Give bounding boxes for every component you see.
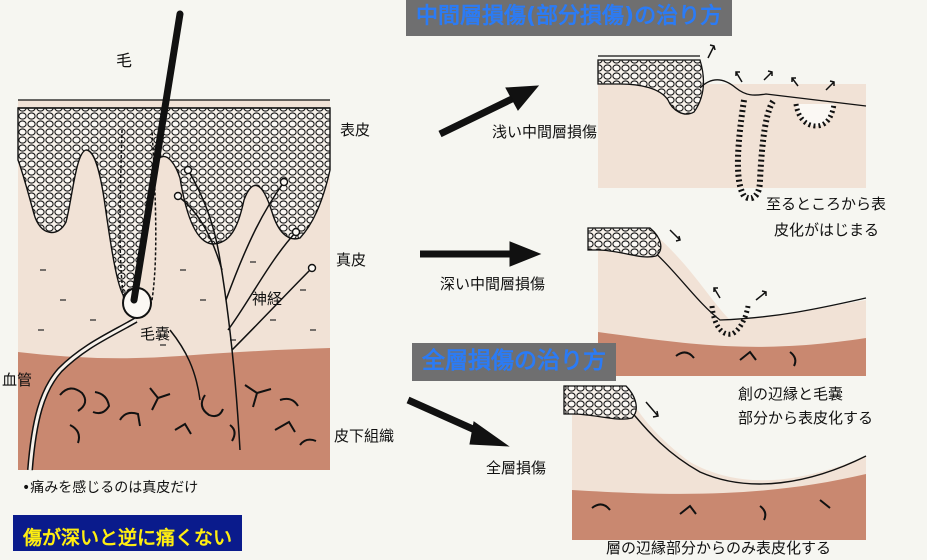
dermis-label: 真皮 bbox=[336, 252, 366, 269]
blood-vessel-label: 血管 bbox=[2, 372, 32, 389]
full-growth-arrow bbox=[646, 402, 658, 417]
pain-note: •痛みを感じるのは真皮だけ bbox=[22, 480, 198, 496]
deep-caption-line2: 部分から表皮化する bbox=[738, 410, 873, 427]
deep-injury-label: 深い中間層損傷 bbox=[440, 276, 545, 293]
subcutaneous-label: 皮下組織 bbox=[334, 428, 394, 445]
full-epidermis-edge bbox=[564, 386, 636, 419]
deep-injury-diagram bbox=[588, 228, 866, 376]
shallow-injury-label: 浅い中間層損傷 bbox=[492, 124, 597, 141]
epidermis-label: 表皮 bbox=[340, 122, 370, 139]
shallow-growth-arrows bbox=[708, 45, 834, 90]
deep-caption-line1: 創の辺縁と毛嚢 bbox=[738, 386, 843, 403]
shallow-injury-diagram bbox=[598, 45, 866, 198]
skin-cross-section bbox=[18, 14, 330, 470]
shallow-caption-line1: 至るところから表 bbox=[766, 196, 886, 213]
hair-label: 毛 bbox=[116, 52, 132, 70]
nerve-label: 神経 bbox=[252, 291, 282, 308]
full-injury-label: 全層損傷 bbox=[486, 460, 546, 477]
shallow-caption-line2: 皮化がはじまる bbox=[774, 222, 879, 239]
follicle-label: 毛嚢 bbox=[140, 326, 170, 343]
full-caption: 層の辺縁部分からのみ表皮化する bbox=[606, 540, 831, 557]
shallow-dermis bbox=[598, 84, 866, 188]
partial-thickness-title: 中間層損傷(部分損傷)の治り方 bbox=[406, 0, 732, 36]
bottom-note: 傷が深いと逆に痛くない bbox=[13, 515, 242, 551]
full-thickness-title: 全層損傷の治り方 bbox=[412, 343, 616, 381]
